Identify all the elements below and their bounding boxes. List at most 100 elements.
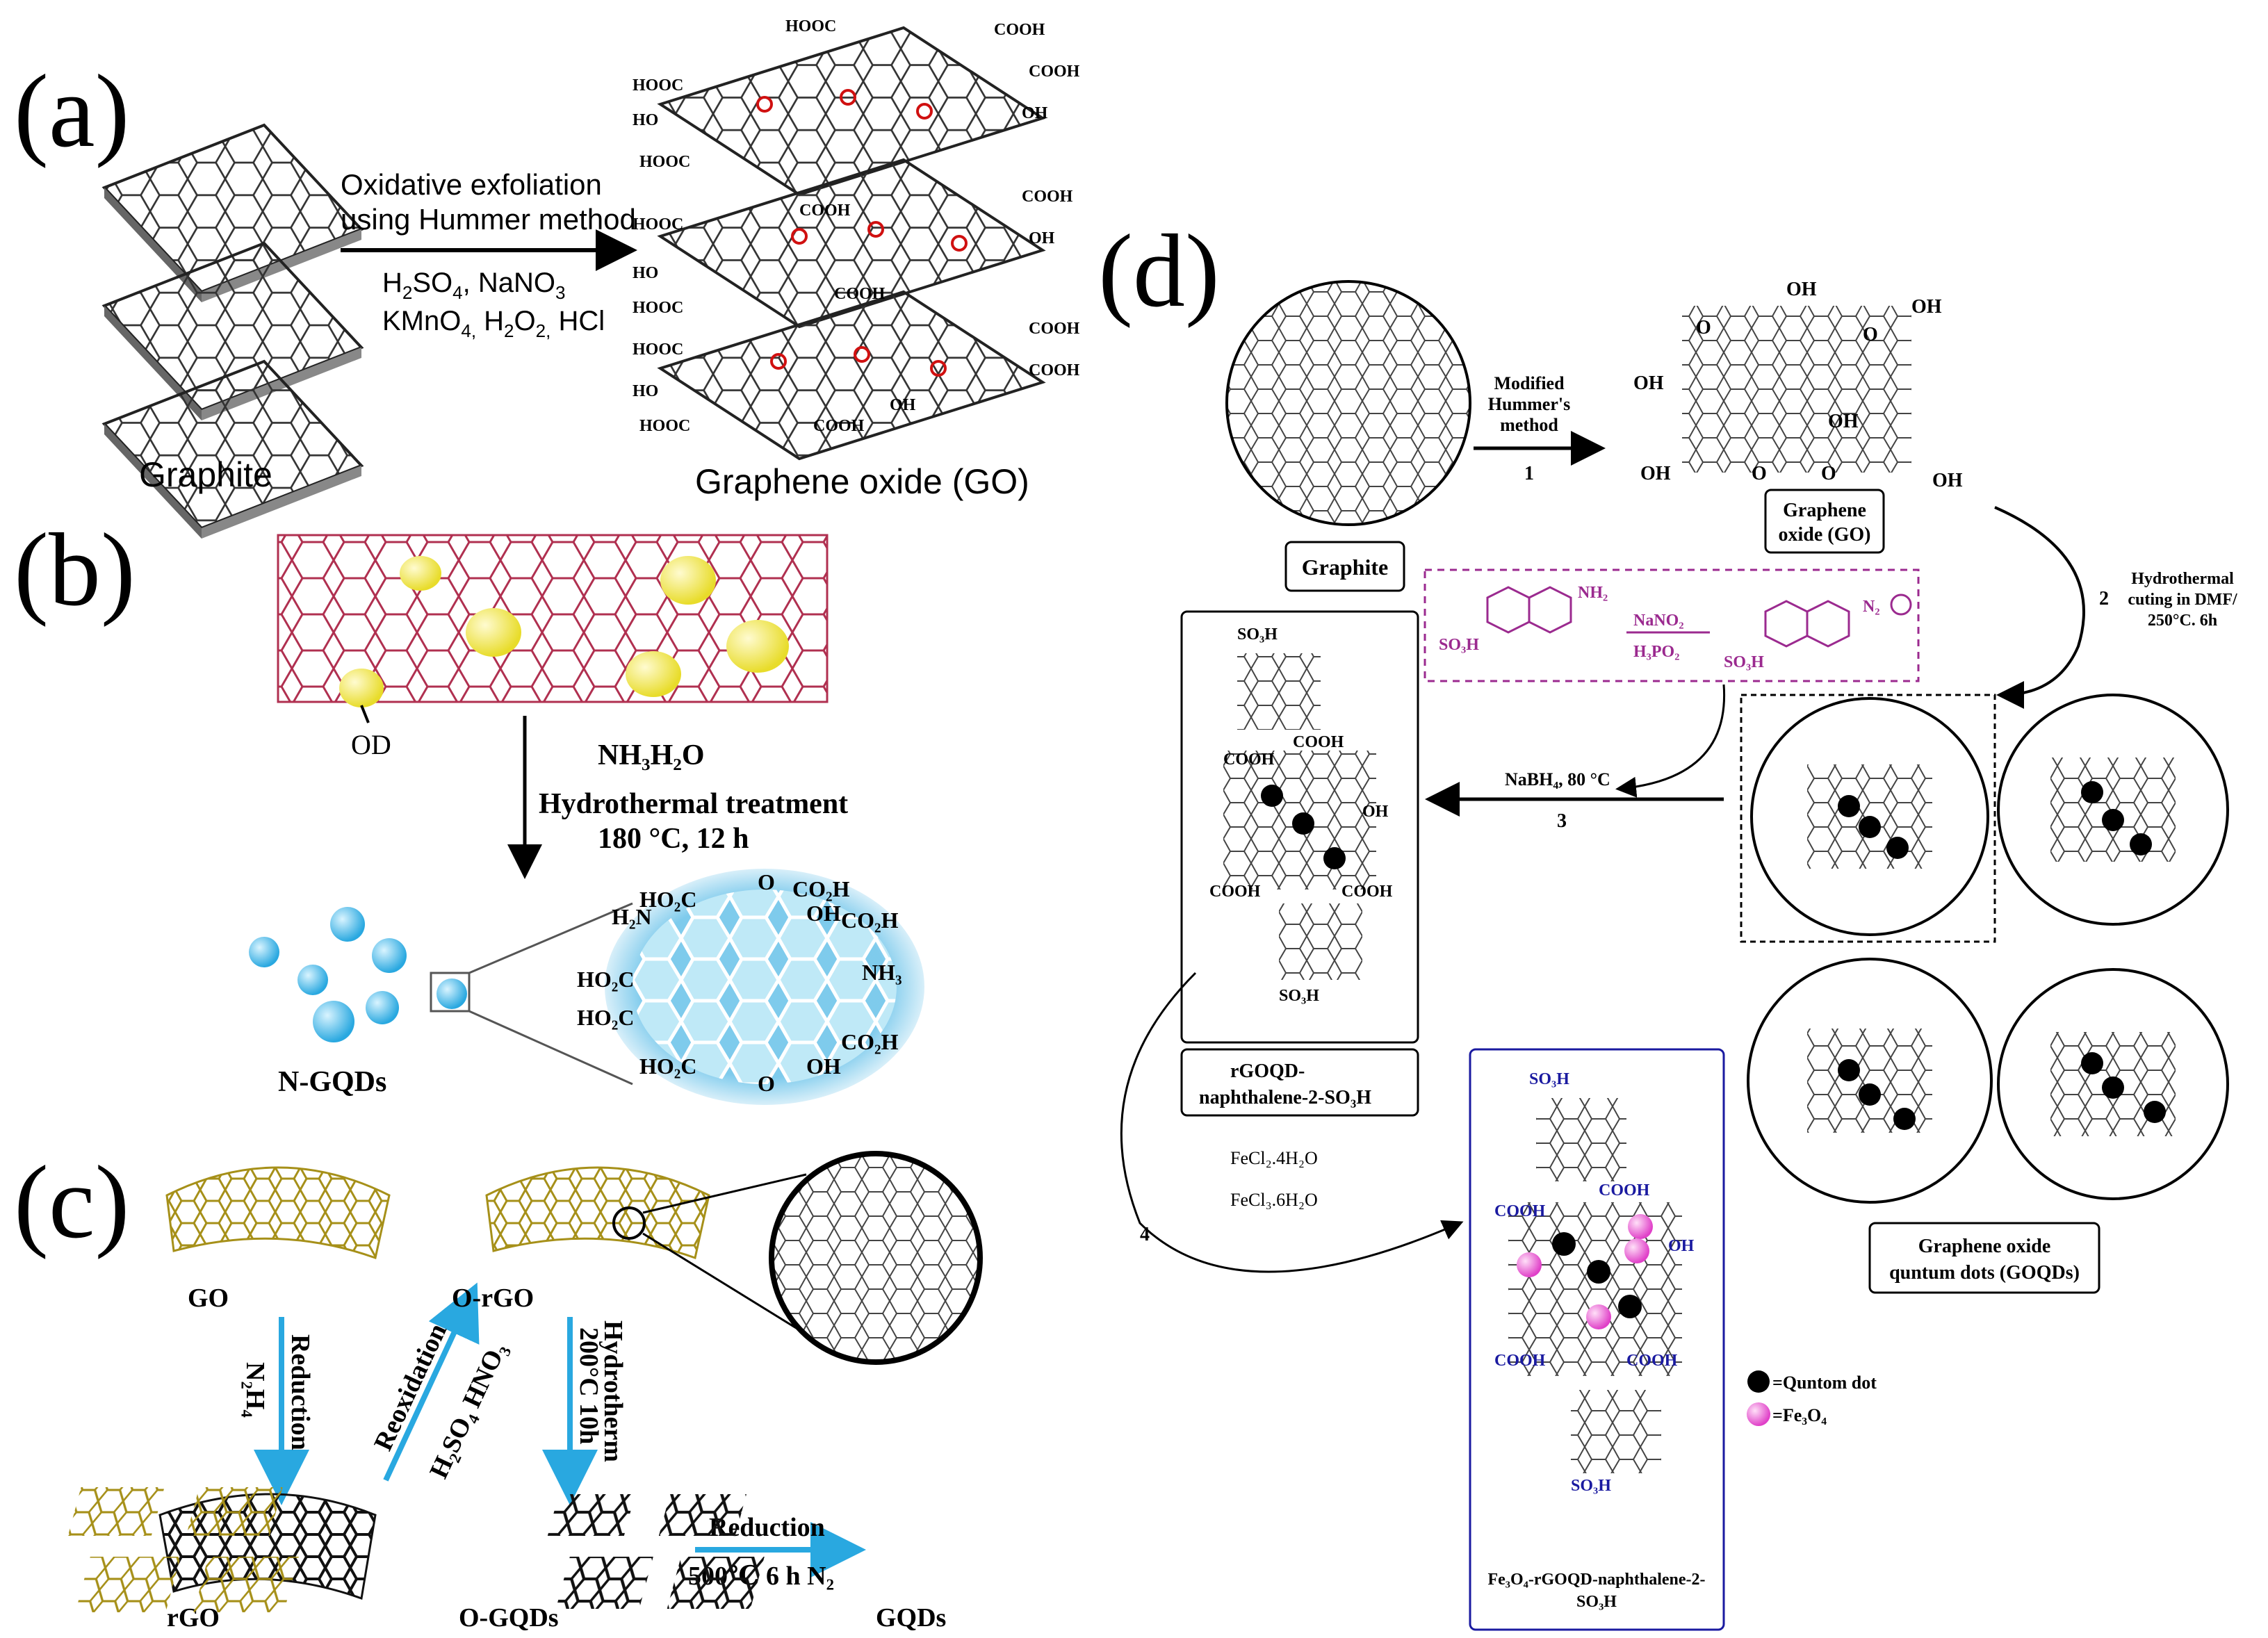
ogqds-label: O-GQDs bbox=[459, 1603, 559, 1632]
svg-text:HO: HO bbox=[633, 382, 658, 400]
panel-d: (d) Graphite Modified Hummer's method 1 … bbox=[1098, 213, 2237, 1631]
graphene-oxide-label: Graphene oxide (GO) bbox=[695, 462, 1029, 501]
orgo-sheet bbox=[485, 1166, 710, 1259]
svg-text:HO: HO bbox=[633, 111, 658, 129]
svg-text:O: O bbox=[1863, 324, 1878, 345]
panel-b: (b) OD NH₃H₂O Hydrothermal treatment 180… bbox=[14, 512, 924, 1105]
graphite-label-d: Graphite bbox=[1302, 555, 1388, 580]
step2-c: 250°C. 6h bbox=[2148, 612, 2217, 630]
ogqds-flakes bbox=[67, 1487, 299, 1612]
go-box-2: oxide (GO) bbox=[1779, 524, 1871, 546]
svg-text:COOH: COOH bbox=[1293, 733, 1344, 751]
svg-text:SO₃H: SO₃H bbox=[1529, 1070, 1569, 1088]
panel-a: (a) Graphite Oxidative exfoliation using… bbox=[14, 17, 1080, 539]
svg-text:OH: OH bbox=[1022, 104, 1048, 122]
svg-text:HO₂C: HO₂C bbox=[577, 1005, 634, 1030]
svg-text:O: O bbox=[758, 869, 775, 894]
final-label-1: Fe₃O₄-rGOQD-naphthalene-2- bbox=[1487, 1571, 1705, 1589]
legend-d: =Quntom dot =Fe₃O₄ bbox=[1747, 1370, 1877, 1426]
svg-text:COOH: COOH bbox=[1494, 1352, 1546, 1370]
svg-text:HOOC: HOOC bbox=[633, 341, 683, 359]
svg-text:COOH: COOH bbox=[994, 21, 1045, 39]
graphene-oxide-stack bbox=[657, 26, 1046, 461]
svg-text:HO₂C: HO₂C bbox=[639, 887, 696, 912]
diazo-scheme: SO₃H NH₂ NaNO₂ H₃PO₂ SO₃H N₂ bbox=[1439, 584, 1912, 671]
svg-text:HOOC: HOOC bbox=[633, 299, 683, 317]
rgoqd-label-2: naphthalene-2-SO₃H bbox=[1199, 1087, 1371, 1108]
svg-text:OH: OH bbox=[806, 901, 841, 926]
n2h4-label: N₂H₄ bbox=[240, 1362, 270, 1418]
panel-b-label: (b) bbox=[14, 512, 136, 628]
final-structure: SO₃H COOH COOH OH COOH COOH SO₃H bbox=[1494, 1070, 1695, 1495]
step1-b: Hummer's bbox=[1488, 394, 1570, 414]
panel-a-label: (a) bbox=[14, 54, 129, 169]
svg-text:H₃PO₂: H₃PO₂ bbox=[1633, 643, 1679, 661]
svg-text:HO₂C: HO₂C bbox=[639, 1054, 696, 1079]
svg-text:OH: OH bbox=[1932, 470, 1963, 491]
reagent-hydrothermal: Hydrothermal treatment bbox=[539, 788, 848, 820]
legend-fe3o4-marker bbox=[1747, 1402, 1770, 1426]
svg-text:COOH: COOH bbox=[834, 285, 886, 303]
step2-a: Hydrothermal bbox=[2131, 570, 2234, 588]
od-dots bbox=[339, 556, 789, 707]
step1-a: Modified bbox=[1494, 373, 1565, 393]
arrow-step2 bbox=[1994, 506, 2085, 709]
gqds-flakes bbox=[547, 1494, 765, 1609]
svg-text:COOH: COOH bbox=[813, 417, 865, 435]
svg-text:OH: OH bbox=[1362, 803, 1389, 821]
hydro-label: Hydrotherm bbox=[598, 1320, 628, 1462]
panel-c: (c) GO Reduction N₂H₄ rGO Reoxidation H₂… bbox=[14, 1145, 983, 1632]
graphite-label: Graphite bbox=[139, 455, 272, 494]
svg-text:COOH: COOH bbox=[1029, 320, 1080, 338]
goqd-box bbox=[1868, 1222, 2100, 1294]
step-hummer: using Hummer method bbox=[341, 203, 636, 236]
arrow-diazo-down bbox=[1615, 684, 1726, 798]
svg-text:O: O bbox=[1696, 317, 1711, 338]
svg-text:OH: OH bbox=[890, 396, 916, 414]
nabh4-label: NaBH₄, 80 °C bbox=[1505, 769, 1610, 789]
panel-d-label: (d) bbox=[1098, 213, 1220, 329]
svg-text:HOOC: HOOC bbox=[639, 417, 690, 435]
svg-text:SO₃H: SO₃H bbox=[1571, 1477, 1611, 1495]
hydro-cond: 200°C 10h bbox=[574, 1327, 603, 1444]
go-box bbox=[1764, 489, 1885, 554]
legend-fe3o4: =Fe₃O₄ bbox=[1772, 1405, 1827, 1425]
svg-text:HOOC: HOOC bbox=[785, 17, 836, 35]
goqd-dashed-box bbox=[1740, 694, 1996, 943]
reagent-temp: 180 °C, 12 h bbox=[598, 823, 749, 855]
svg-text:COOH: COOH bbox=[1494, 1202, 1546, 1220]
arrow-step4 bbox=[1120, 972, 1464, 1273]
diazo-box bbox=[1423, 568, 1920, 682]
svg-text:SO₃H: SO₃H bbox=[1237, 625, 1278, 644]
step1-num: 1 bbox=[1524, 463, 1534, 484]
svg-text:OH: OH bbox=[1640, 463, 1671, 484]
step3-num: 3 bbox=[1557, 810, 1567, 832]
step-oxidative: Oxidative exfoliation bbox=[341, 168, 602, 201]
svg-text:OH: OH bbox=[1668, 1237, 1695, 1255]
svg-text:COOH: COOH bbox=[1626, 1352, 1678, 1370]
step2-b: cuting in DMF/ bbox=[2128, 591, 2237, 609]
svg-text:N₂: N₂ bbox=[1863, 598, 1880, 616]
svg-text:COOH: COOH bbox=[1209, 883, 1261, 901]
svg-text:SO₃H: SO₃H bbox=[1439, 636, 1479, 654]
step1-c: method bbox=[1500, 415, 1558, 435]
svg-text:HOOC: HOOC bbox=[633, 215, 683, 234]
svg-text:CO₂H: CO₂H bbox=[841, 1029, 899, 1054]
svg-text:HO: HO bbox=[633, 264, 658, 282]
rgoqd-label-1: rGOQD- bbox=[1230, 1060, 1305, 1082]
svg-text:COOH: COOH bbox=[1029, 361, 1080, 379]
svg-text:OH: OH bbox=[1911, 296, 1942, 318]
rgoqd-label-box bbox=[1180, 1048, 1419, 1117]
svg-text:NaNO₂: NaNO₂ bbox=[1633, 612, 1684, 630]
svg-text:OH: OH bbox=[1029, 229, 1055, 247]
reagents-line1: H2SO4, NaNO3 bbox=[382, 268, 565, 303]
svg-text:COOH: COOH bbox=[1029, 63, 1080, 81]
go-functional-groups: HOOC COOH COOH OH HOOC HO HOOC COOH COOH OH H… bbox=[633, 17, 1080, 435]
svg-text:COOH: COOH bbox=[799, 202, 851, 220]
step4-num: 4 bbox=[1140, 1224, 1150, 1245]
reagents-line2: KMnO4, H2O2, HCl bbox=[382, 306, 605, 341]
reagent-nh3: NH₃H₂O bbox=[598, 739, 705, 771]
od-label: OD bbox=[351, 729, 391, 760]
legend-quantum-dot: =Quntom dot bbox=[1772, 1373, 1877, 1393]
